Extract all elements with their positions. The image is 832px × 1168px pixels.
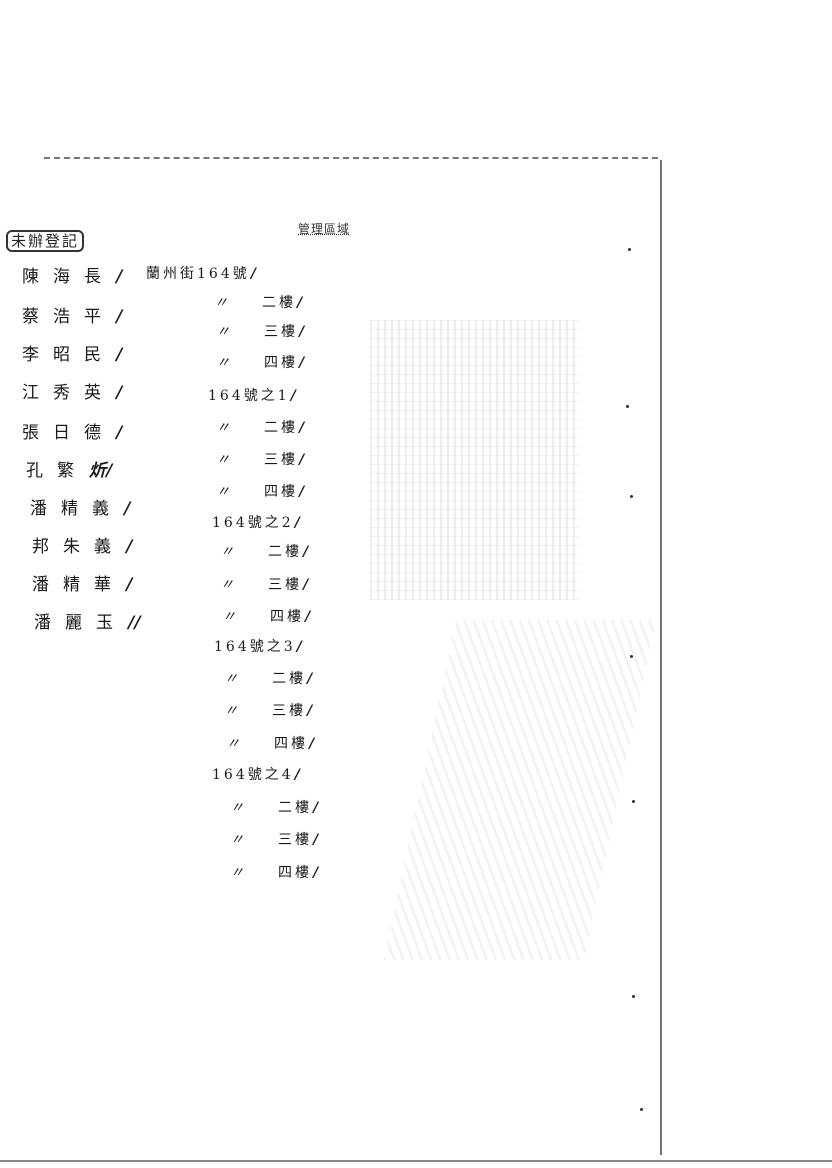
scan-speck <box>632 800 635 803</box>
scan-speck <box>630 655 633 658</box>
address-entry: 〃四樓/ <box>216 484 305 500</box>
address-entry: 〃四樓/ <box>226 736 315 752</box>
bottom-rule <box>0 1160 832 1162</box>
address-entry: 〃二樓/ <box>230 800 319 816</box>
resident-name: 張日德/ <box>22 423 123 443</box>
address-entry: 〃三樓/ <box>224 703 313 719</box>
address-entry: 164號之3/ <box>214 639 302 655</box>
address-entry: 〃二樓/ <box>214 295 303 311</box>
address-entry: 〃二樓/ <box>216 420 305 436</box>
faded-scan-artifact-lower <box>383 620 657 960</box>
resident-name: 潘精義/ <box>30 499 131 519</box>
address-entry: 〃二樓/ <box>220 544 309 560</box>
address-entry: 〃三樓/ <box>230 832 319 848</box>
resident-name: 潘麗玉// <box>34 613 141 633</box>
address-entry: 〃三樓/ <box>216 452 305 468</box>
scan-speck <box>626 405 629 408</box>
resident-name: 江秀英/ <box>22 383 123 403</box>
address-entry: 〃三樓/ <box>216 324 305 340</box>
address-entry: 〃四樓/ <box>222 609 311 625</box>
resident-name: 蔡浩平/ <box>22 307 123 327</box>
address-entry: 164號之2/ <box>212 515 300 531</box>
faded-scan-artifact <box>370 320 580 600</box>
column-header: 管理區域 <box>298 222 351 236</box>
scan-speck <box>628 248 631 251</box>
top-dashed-rule <box>44 157 658 159</box>
scan-speck <box>632 995 635 998</box>
stamp-label: 未辦登記 <box>6 230 85 252</box>
resident-name: 陳海長/ <box>22 267 123 287</box>
resident-name: 邦朱義/ <box>32 537 133 557</box>
scan-speck <box>640 1108 643 1111</box>
address-entry: 蘭州街164號/ <box>146 266 256 282</box>
address-entry: 164號之4/ <box>212 767 300 783</box>
resident-name: 李昭民/ <box>22 345 123 365</box>
address-entry: 164號之1/ <box>208 388 296 404</box>
right-margin-rule <box>660 160 662 1155</box>
resident-name: 孔繁炘/ <box>26 461 113 481</box>
scan-speck <box>630 495 633 498</box>
address-entry: 〃四樓/ <box>230 865 319 881</box>
address-entry: 〃二樓/ <box>224 671 313 687</box>
resident-name: 潘精華/ <box>32 575 133 595</box>
address-entry: 〃四樓/ <box>216 355 305 371</box>
address-entry: 〃三樓/ <box>220 577 309 593</box>
